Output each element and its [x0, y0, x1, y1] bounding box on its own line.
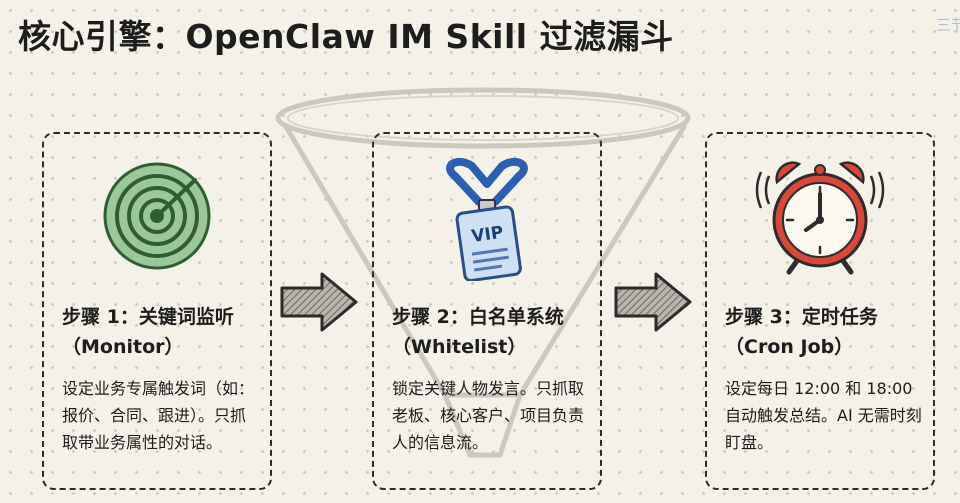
right-arrow-icon [280, 272, 358, 332]
vip-badge-icon: VIP [374, 156, 600, 285]
step-card-monitor: 步骤 1：关键词监听 （Monitor） 设定业务专属触发词（如：报价、合同、跟… [42, 132, 272, 490]
radar-icon [44, 156, 270, 280]
alarm-clock-icon [707, 156, 933, 282]
step-description: 设定每日 12:00 和 18:00 自动触发总结。AI 无需时刻盯盘。 [725, 379, 922, 452]
page-title: 核心引擎：OpenClaw IM Skill 过滤漏斗 [18, 17, 674, 56]
step-card-whitelist: VIP 步骤 2：白名单系统 （Whitelist） 锁定关键人物发言。只抓取老… [372, 132, 602, 490]
step-subheading: （Cron Job） [725, 336, 854, 358]
step-card-cron-job: 步骤 3：定时任务 （Cron Job） 设定每日 12:00 和 18:00 … [705, 132, 935, 490]
step-heading: 步骤 3：定时任务 [725, 306, 878, 328]
step-heading: 步骤 1：关键词监听 [62, 306, 234, 328]
step-description: 锁定关键人物发言。只抓取老板、核心客户、项目负责人的信息流。 [392, 379, 585, 452]
step-subheading: （Monitor） [62, 336, 184, 358]
step-heading: 步骤 2：白名单系统 [392, 306, 564, 328]
right-arrow-icon [614, 272, 692, 332]
watermark: 三节 [935, 16, 960, 34]
step-description: 设定业务专属触发词（如：报价、合同、跟进）。只抓取带业务属性的对话。 [62, 379, 255, 452]
vip-label: VIP [470, 223, 504, 247]
step-subheading: （Whitelist） [392, 336, 527, 358]
